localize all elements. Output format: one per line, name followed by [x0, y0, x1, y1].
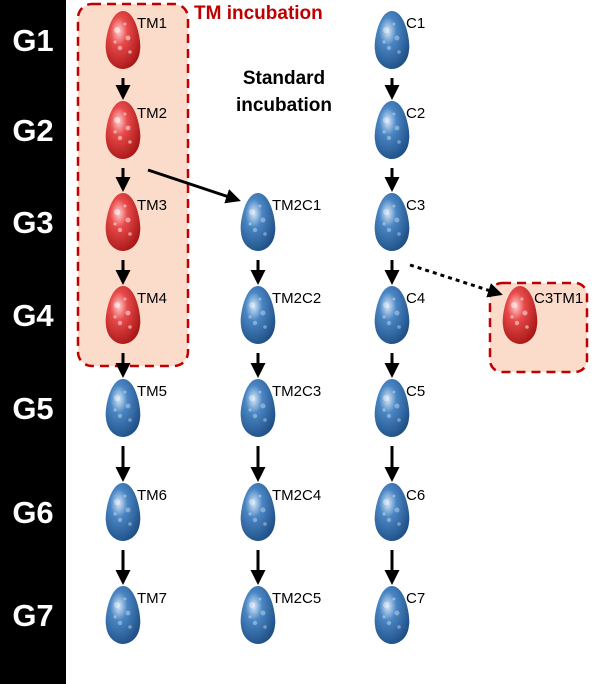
blue-egg-icon: TM6: [105, 483, 167, 541]
red-egg-icon: TM4: [105, 286, 167, 344]
generation-sidebar: [0, 0, 66, 684]
blue-egg-icon: C7: [374, 586, 425, 644]
blue-egg-icon: C3: [374, 193, 425, 251]
red-egg-icon: TM2: [105, 101, 167, 159]
egg-label: C7: [406, 590, 425, 607]
egg-label: TM4: [137, 290, 167, 307]
egg-label: C5: [406, 383, 425, 400]
egg-label: C6: [406, 487, 425, 504]
tm-incubation-title: TM incubation: [194, 3, 323, 24]
tm-incubation-box: [76, 2, 190, 368]
blue-egg-icon: TM2C2: [240, 286, 321, 344]
blue-egg-icon: C2: [374, 101, 425, 159]
egg-label: C3TM1: [534, 290, 583, 307]
blue-egg-icon: C4: [374, 286, 425, 344]
generation-label: G7: [12, 598, 53, 633]
generation-label: G4: [12, 298, 54, 333]
egg-label: TM3: [137, 197, 167, 214]
arrow: [147, 168, 241, 204]
egg-label: TM2C5: [272, 590, 321, 607]
egg-label: TM7: [137, 590, 167, 607]
egg-label: TM2C4: [272, 487, 321, 504]
red-egg-icon: TM3: [105, 193, 167, 251]
egg-label: TM6: [137, 487, 167, 504]
egg-label: C1: [406, 15, 425, 32]
generation-label: G1: [12, 23, 53, 58]
standard-incubation-title-line1: Standard: [243, 68, 325, 89]
egg-label: C3: [406, 197, 425, 214]
red-egg-icon: C3TM1: [502, 286, 583, 344]
egg-label: TM2C3: [272, 383, 321, 400]
egg-label: TM1: [137, 15, 167, 32]
egg-label: C4: [406, 290, 425, 307]
egg-label: C2: [406, 105, 425, 122]
generation-label: G5: [12, 391, 53, 426]
generation-label: G3: [12, 205, 53, 240]
blue-egg-icon: C1: [374, 11, 425, 69]
blue-egg-icon: TM7: [105, 586, 167, 644]
blue-egg-icon: TM2C1: [240, 193, 321, 251]
blue-egg-icon: TM5: [105, 379, 167, 437]
egg-label: TM5: [137, 383, 167, 400]
blue-egg-icon: C5: [374, 379, 425, 437]
blue-egg-icon: TM2C4: [240, 483, 321, 541]
blue-egg-icon: TM2C3: [240, 379, 321, 437]
red-egg-icon: TM1: [105, 11, 167, 69]
standard-incubation-title-line2: incubation: [236, 95, 332, 116]
egg-label: TM2C1: [272, 197, 321, 214]
generation-label: G6: [12, 495, 53, 530]
egg-label: TM2: [137, 105, 167, 122]
blue-egg-icon: TM2C5: [240, 586, 321, 644]
generation-label: G2: [12, 113, 53, 148]
egg-label: TM2C2: [272, 290, 321, 307]
blue-egg-icon: C6: [374, 483, 425, 541]
